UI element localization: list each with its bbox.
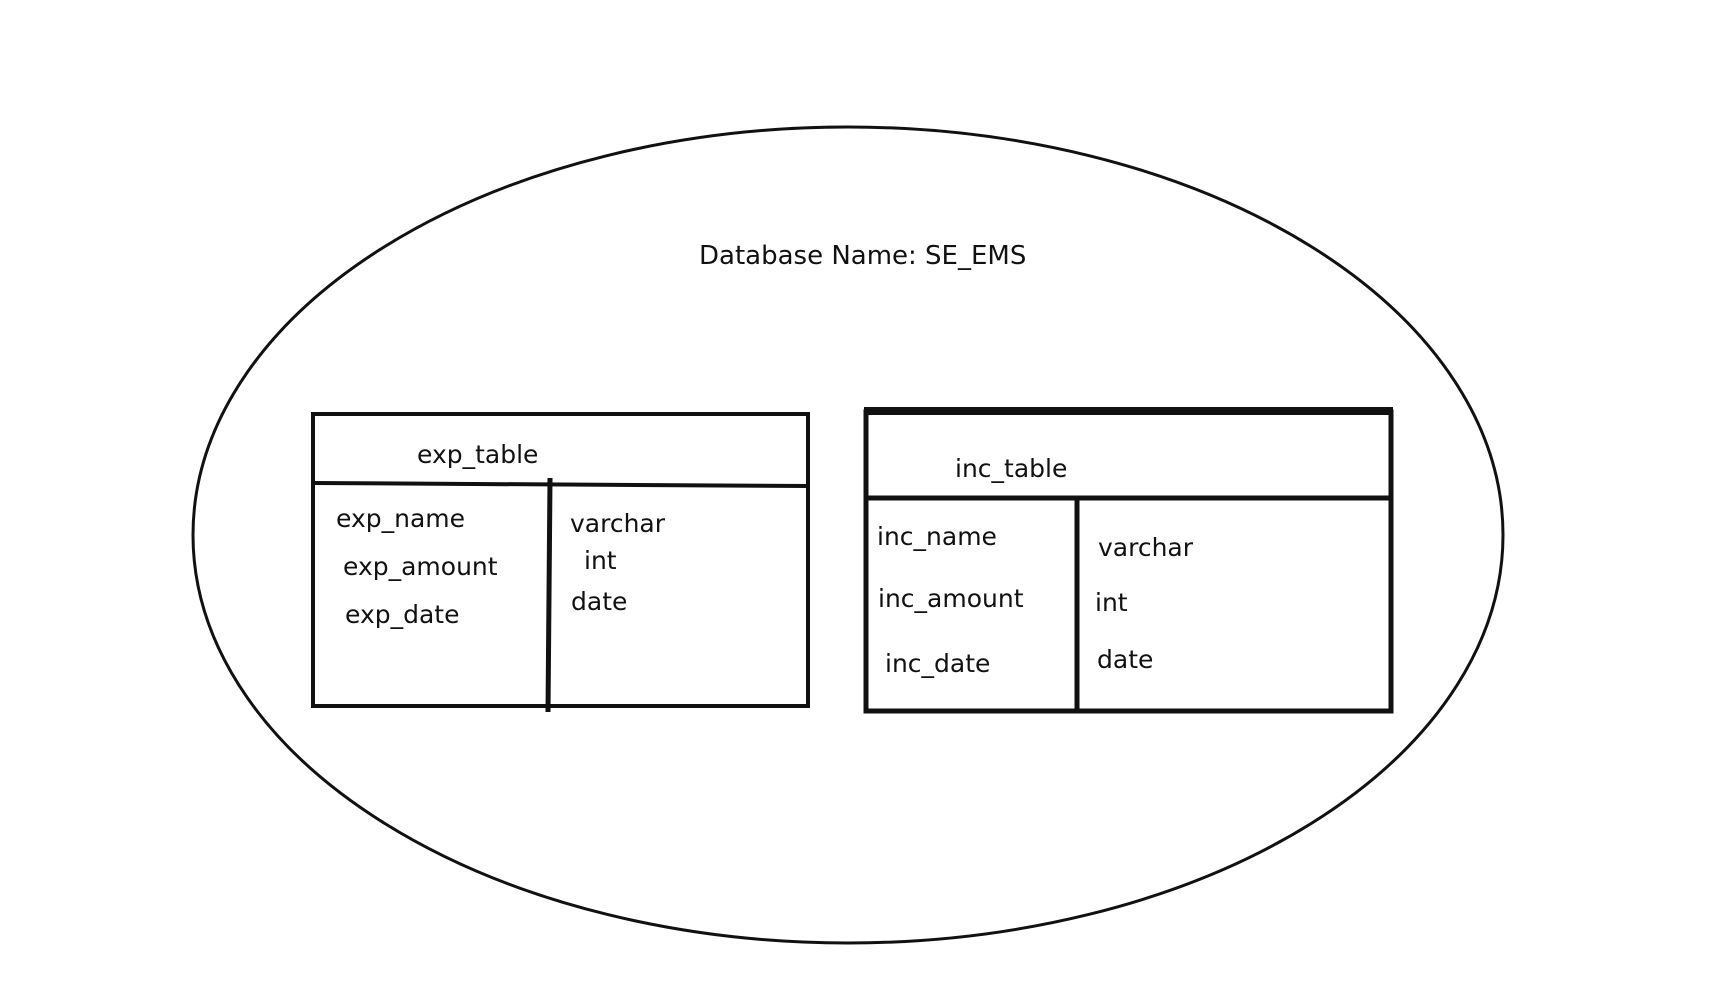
inc-field-0: inc_name [877,522,997,551]
inc-type-2: date [1097,645,1154,674]
exp-table-border [311,412,810,708]
exp-type-0: varchar [570,509,666,538]
exp-table-column-divider [545,477,553,713]
inc-type-0: varchar [1098,533,1194,562]
inc-type-1: int [1095,588,1128,617]
database-ellipse [191,125,1505,945]
exp-table-header-divider [312,481,809,488]
inc-field-2: inc_date [885,649,991,678]
inc-table-box [863,407,1394,714]
database-title: Database Name: SE_EMS [699,241,1027,271]
exp-type-2: date [571,587,628,616]
exp-table-box [311,412,810,713]
exp-type-1: int [584,546,617,575]
exp-field-1: exp_amount [343,552,498,581]
inc-table-name: inc_table [955,454,1068,483]
inc-field-1: inc_amount [878,584,1024,613]
exp-field-0: exp_name [336,504,466,533]
exp-table-name: exp_table [417,440,539,469]
exp-field-2: exp_date [345,600,460,629]
